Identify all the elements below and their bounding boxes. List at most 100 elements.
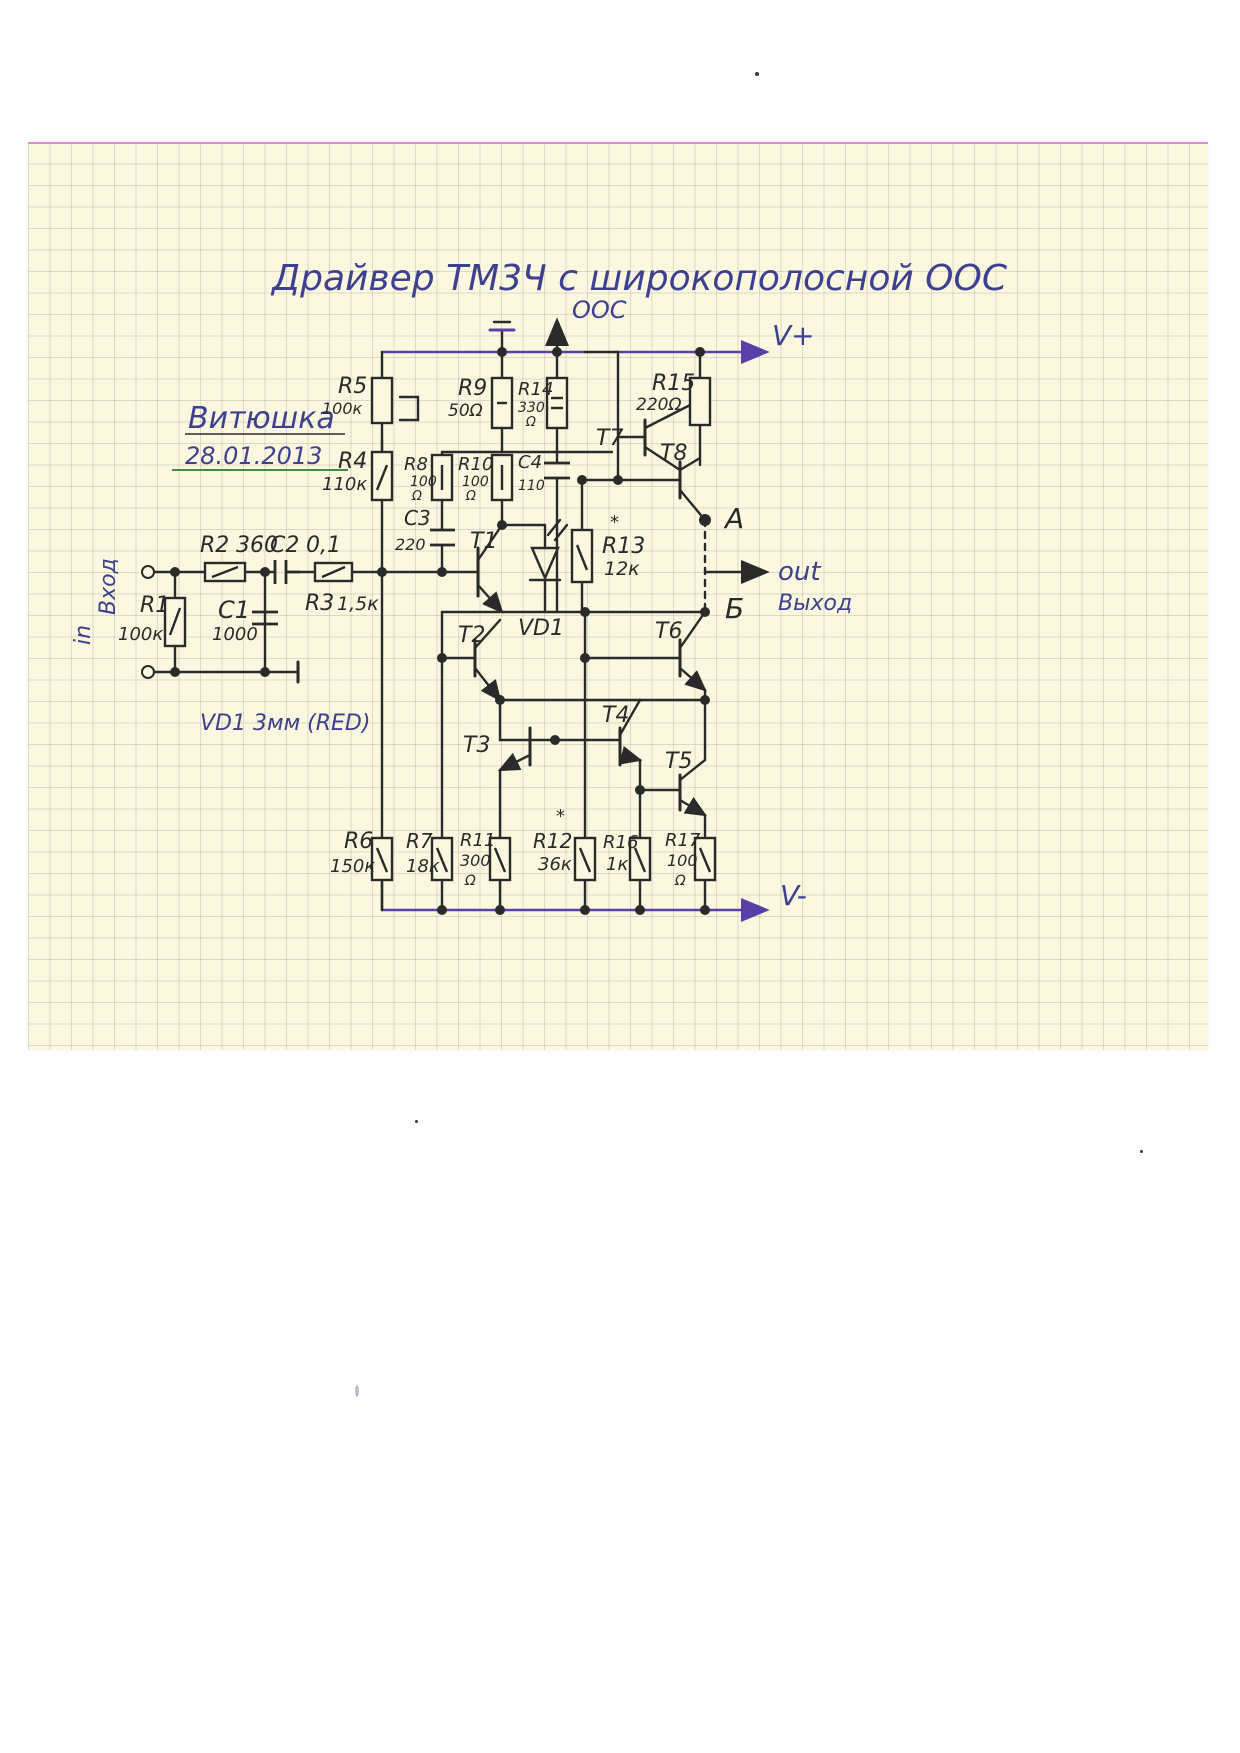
c4-label: C4 [518,452,542,473]
r2-value: 360 [236,533,278,558]
t5-label: T5 [665,749,692,774]
node-b-label: Б [725,592,744,625]
junction-dot [170,567,180,577]
scan-speck [415,1120,418,1123]
r8-value: 100 [410,474,437,490]
vd1-label: VD1 [518,616,564,641]
junction-dots [170,347,711,915]
r3-slash [321,565,346,579]
ground-terminal [141,665,155,679]
r10-unit: Ω [465,489,476,504]
r2-label: R2 [200,533,229,558]
r8-label: R8 [404,454,428,475]
author-signature: Витюшка [188,401,335,436]
r10-value: 100 [462,474,489,490]
r5-body [370,376,394,425]
junction-dot [437,905,447,915]
t5-collector [678,758,707,782]
junction-dot [635,785,645,795]
t2-label: T2 [458,623,485,648]
c2-value: 0,1 [306,533,341,558]
node-a-label: А [723,502,744,535]
junction-dot [377,567,387,577]
junction-dot [437,567,447,577]
junction-dot [580,653,590,663]
junction-dot [550,735,560,745]
c4-value: 110 [518,478,545,494]
r17-slash [698,847,712,873]
t3-label: T3 [463,733,490,758]
r1-label: R1 [140,593,169,618]
resistors [163,376,717,882]
vd1-body [530,546,560,582]
r5-value: 100к [322,399,363,418]
t8-emitter [678,456,702,472]
r17-value: 100 [667,851,698,870]
r15-value: 220Ω [636,395,681,415]
r12-slash [578,847,592,873]
junction-dot [580,607,590,617]
r8-unit: Ω [411,489,422,504]
r9-value: 50Ω [448,401,483,421]
junction-dot [260,567,270,577]
c3-value: 220 [395,535,426,554]
negative-rail-label: V- [780,879,807,912]
junction-dot [497,347,507,357]
t8-collector [678,488,707,522]
t7-label: T7 [596,426,623,451]
r6-value: 150к [330,856,375,877]
r14-body [545,376,569,430]
t6-label: T6 [655,619,682,644]
r17-label: R17 [665,830,701,851]
capacitors [252,461,570,626]
junction-dot [497,520,507,530]
r14-label: R14 [518,379,553,400]
r12-value: 36к [538,854,572,875]
r12-marker: * [556,806,565,827]
r12-label: R12 [533,829,572,853]
input-terminal [141,565,155,579]
junction-dot [577,475,587,485]
junction-dot [580,905,590,915]
node-a-dot [699,514,711,526]
junction-dot [695,347,705,357]
r13-slash [575,544,589,571]
t6-emitter [678,666,707,692]
input-label-ru: Вход [96,558,121,615]
scan-speck [355,1385,359,1397]
r6-slash [375,847,389,873]
t7-emitter [643,445,682,472]
r13-label: R13 [602,534,645,559]
r2-slash [211,565,239,579]
t1-label: T1 [470,529,497,554]
labels: Драйвер ТМ3Ч с широкополосной ООС ООС V+… [71,258,1008,912]
led-note: VD1 3мм (RED) [200,711,370,736]
r1-slash [168,607,182,636]
r4-value: 110к [322,474,367,495]
r15-label: R15 [652,371,695,396]
c1-label: C1 [218,596,250,624]
r16-label: R16 [603,832,638,853]
t2-collector [473,618,502,650]
t3-emitter [497,752,532,772]
graph-paper-sheet [28,142,1208,1050]
r11-slash [493,847,507,873]
date-label: 28.01.2013 [185,442,322,470]
t4-emitter [618,746,643,765]
r3-value: 1,5к [337,593,379,615]
r17-unit: Ω [674,873,686,889]
c3-label: C3 [404,506,431,530]
scan-speck [755,72,759,76]
r15-body [688,376,712,427]
r10-label: R10 [458,454,493,475]
t6-collector [678,610,707,650]
scan-speck [1140,1150,1143,1153]
junction-dot [613,475,623,485]
r13-value: 12к [604,558,640,580]
t4-collector [618,698,642,737]
t8-label: T8 [660,441,687,466]
r14-value: 330 [518,400,545,416]
r5-trim-wiper [398,395,420,422]
junction-dot [700,695,710,705]
